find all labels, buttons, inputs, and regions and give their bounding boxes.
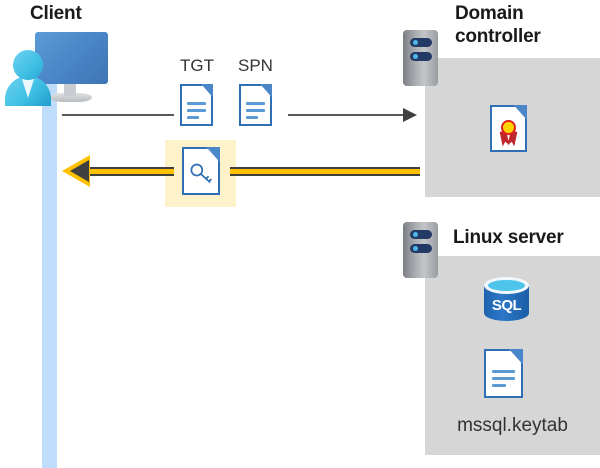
document-page: [182, 147, 220, 195]
domain-controller-title: Domain controller: [455, 2, 595, 48]
document-fold: [201, 84, 213, 98]
server-bay-1: [410, 38, 432, 47]
key-icon: [190, 164, 212, 184]
server-led-icon: [413, 246, 418, 251]
database-cylinder-top: [484, 277, 529, 294]
document-page: [180, 84, 213, 126]
service-ticket-key-document-icon: [182, 147, 220, 195]
certificate-document-icon: [490, 105, 527, 152]
client-title: Client: [30, 3, 82, 24]
response-arrow-right-segment: [230, 167, 420, 176]
sql-database-icon: SQL: [484, 277, 529, 329]
document-fold: [260, 84, 272, 98]
linux-server-title: Linux server: [453, 227, 564, 248]
keytab-document-icon: [484, 349, 523, 398]
domain-controller-title-line2: controller: [455, 26, 541, 47]
server-led-icon: [413, 54, 418, 59]
request-arrowhead-icon: [403, 108, 417, 122]
database-cylinder-top-inner: [488, 280, 525, 291]
domain-controller-server-icon: [403, 30, 438, 86]
certificate-seal-center: [503, 121, 514, 133]
server-bay-1: [410, 230, 432, 239]
server-bay-2: [410, 52, 432, 61]
sql-database-label: SQL: [491, 297, 522, 314]
domain-controller-title-line1: Domain: [455, 3, 524, 24]
spn-label: SPN: [238, 56, 273, 75]
client-lifeline: [42, 62, 57, 468]
server-led-icon: [413, 40, 418, 45]
tgt-label: TGT: [180, 56, 214, 75]
monitor-base-icon: [50, 93, 92, 102]
response-arrowhead-icon: [70, 160, 89, 182]
request-arrow-left-segment: [62, 114, 174, 116]
spn-document-icon: [239, 84, 272, 126]
monitor-neck-icon: [64, 84, 76, 96]
user-head-icon: [13, 50, 43, 80]
document-text-lines: [245, 101, 266, 123]
keytab-filename-label: mssql.keytab: [457, 415, 568, 436]
monitor-icon: [35, 32, 108, 84]
server-bay-2: [410, 244, 432, 253]
document-text-lines: [186, 101, 207, 123]
tgt-document-icon: [180, 84, 213, 126]
document-text-lines: [491, 369, 516, 391]
linux-server-icon: [403, 222, 438, 278]
server-led-icon: [413, 232, 418, 237]
user-body-icon: [5, 76, 51, 106]
request-arrow-right-segment: [288, 114, 405, 116]
response-arrow-left-segment: [86, 167, 174, 176]
